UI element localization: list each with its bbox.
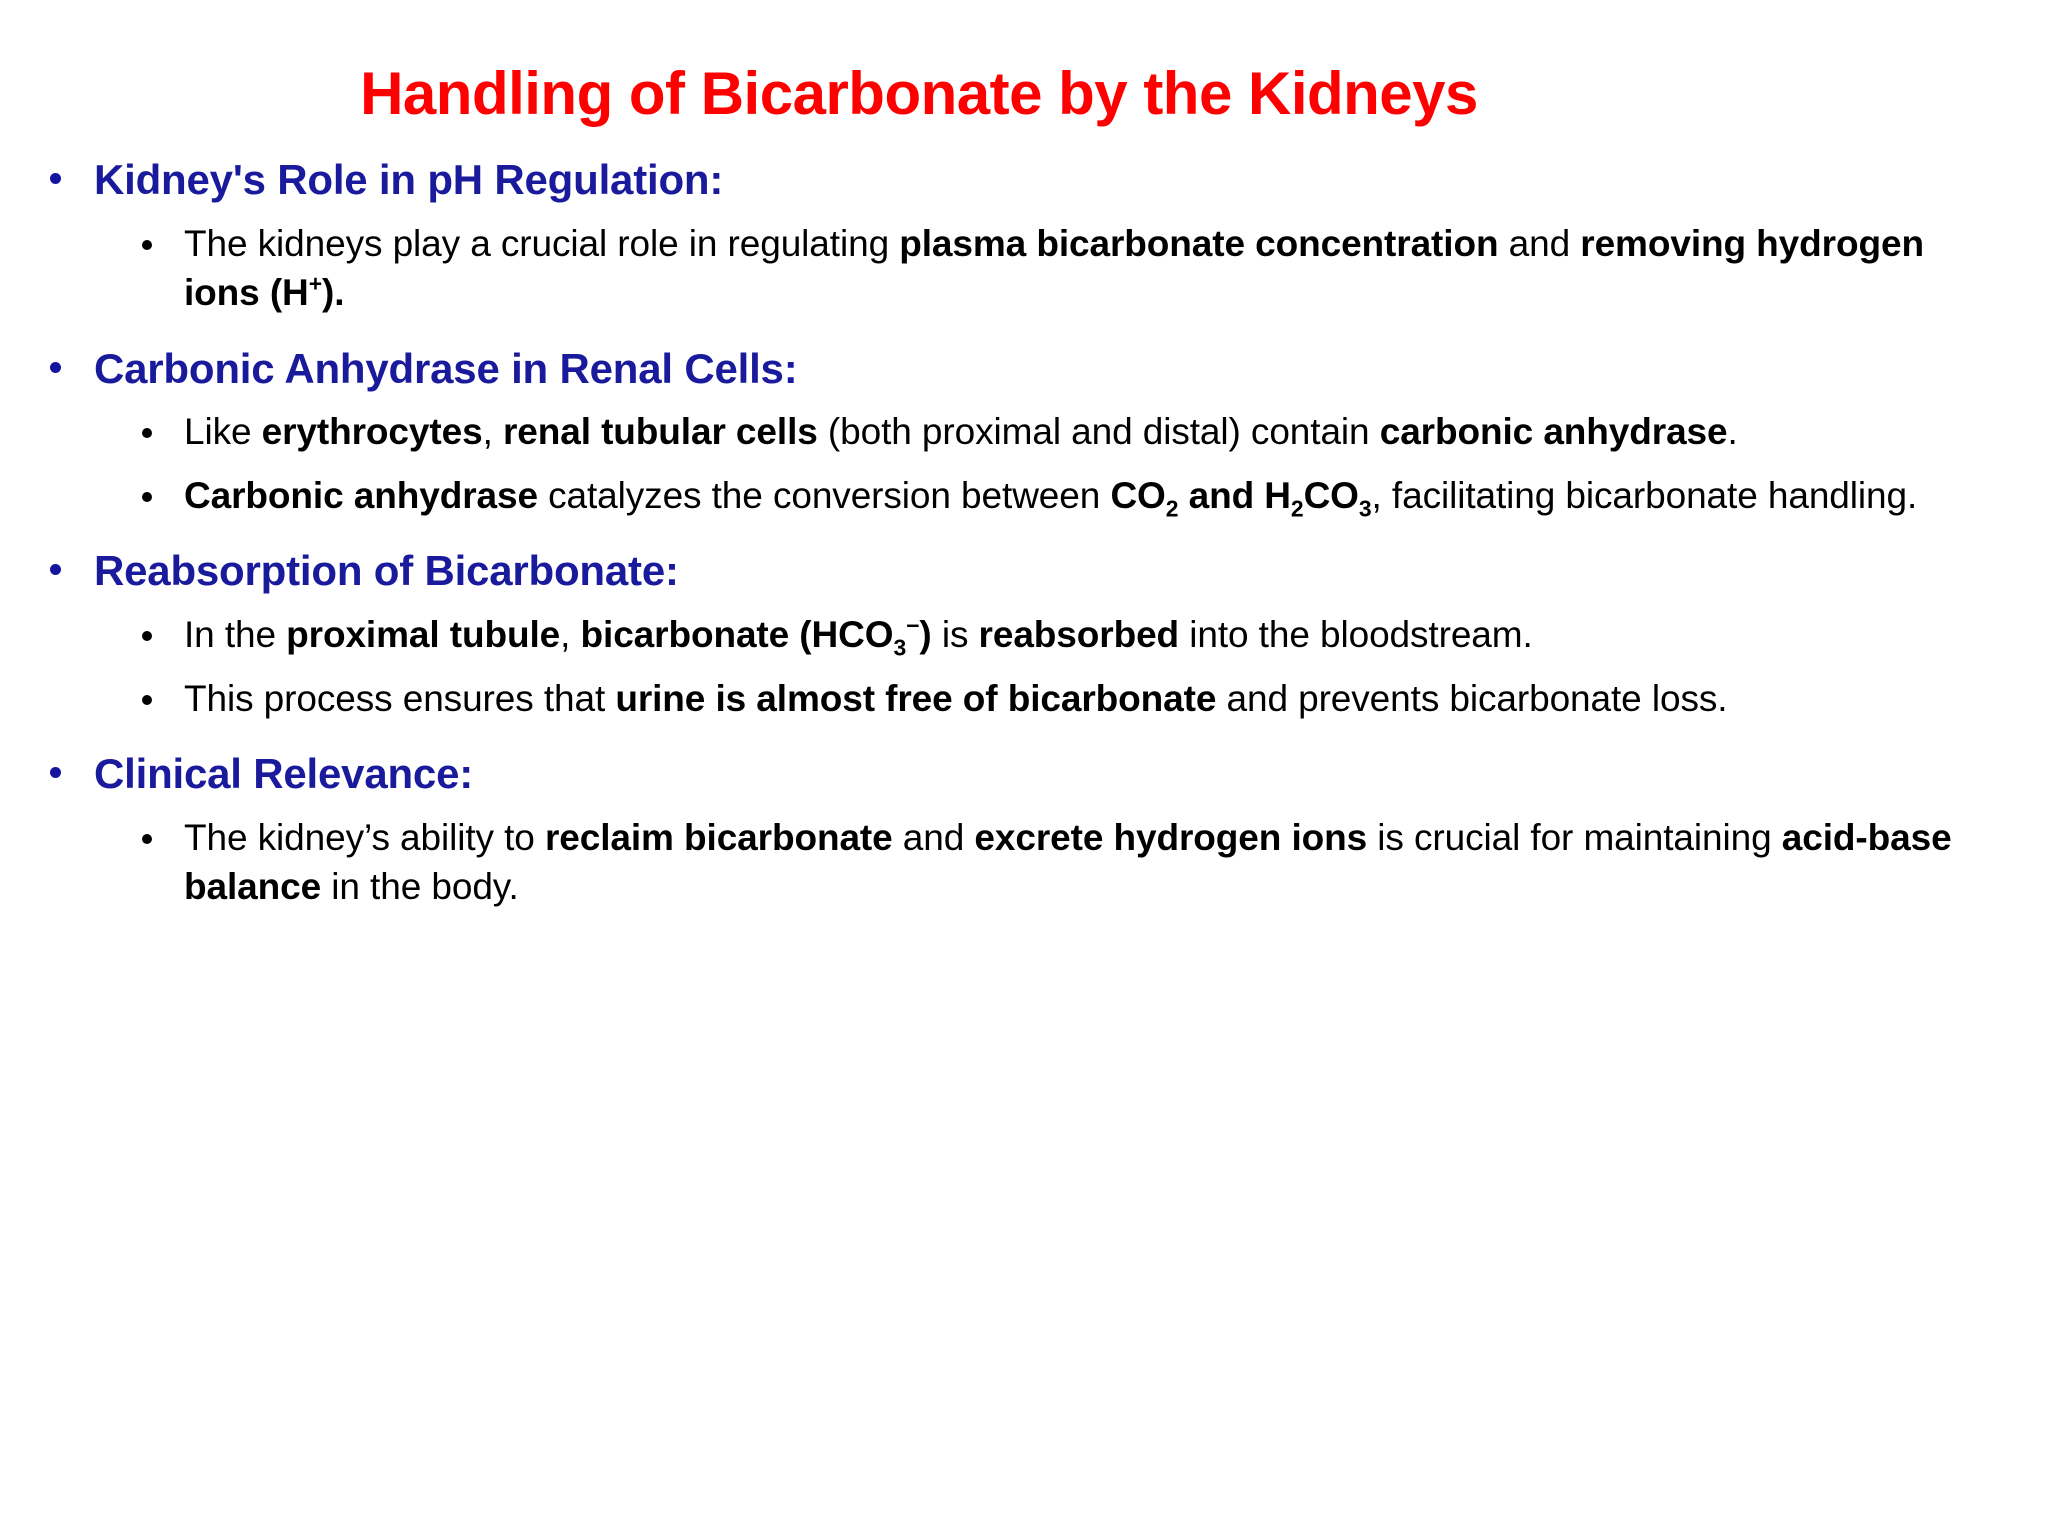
bullet-text: This process ensures that urine is almos…	[184, 677, 1728, 719]
section-heading-label: Carbonic Anhydrase in Renal Cells:	[94, 344, 798, 392]
bullet-dot-icon	[142, 833, 152, 844]
section-heading-label: Kidney's Role in pH Regulation:	[94, 156, 724, 203]
bullet-text: Like erythrocytes, renal tubular cells (…	[184, 411, 1738, 453]
bullet-dot-icon	[50, 564, 61, 576]
section-heading-item: Kidney's Role in pH Regulation:	[38, 155, 2018, 205]
bullet-item: Like erythrocytes, renal tubular cells (…	[38, 407, 2018, 457]
bullet-dot-icon	[142, 630, 152, 641]
section-heading-item: Clinical Relevance:	[38, 749, 2018, 799]
section-heading-item: Carbonic Anhydrase in Renal Cells:	[38, 344, 2018, 394]
bullet-dot-icon	[142, 694, 152, 705]
bullet-dot-icon	[142, 428, 152, 439]
section-heading-label: Clinical Relevance:	[94, 750, 474, 798]
bullet-dot-icon	[50, 361, 61, 373]
section-heading-item: Reabsorption of Bicarbonate:	[38, 546, 2018, 596]
bullet-dot-icon	[142, 491, 152, 502]
bullet-dot-icon	[142, 239, 152, 250]
bullet-item: In the proximal tubule, bicarbonate (HCO…	[38, 610, 2018, 660]
bullet-text: Carbonic anhydrase catalyzes the convers…	[184, 474, 1918, 522]
section-heading-label: Reabsorption of Bicarbonate:	[94, 547, 679, 595]
bullet-item: This process ensures that urine is almos…	[38, 674, 2018, 724]
bullet-dot-icon	[50, 173, 61, 184]
bullet-dot-icon	[50, 767, 61, 779]
slide-body: Kidney's Role in pH Regulation: The kidne…	[0, 155, 2048, 912]
bullet-text: The kidney’s ability to reclaim bicarbon…	[184, 816, 1952, 908]
bullet-text: The kidneys play a crucial role in regul…	[184, 222, 1924, 314]
bullet-item: The kidney’s ability to reclaim bicarbon…	[38, 813, 2018, 912]
bullet-text: In the proximal tubule, bicarbonate (HCO…	[184, 612, 1533, 661]
bullet-item: Carbonic anhydrase catalyzes the convers…	[38, 471, 2018, 521]
page-title: Handling of Bicarbonate by the Kidneys	[360, 60, 1478, 127]
bullet-item: The kidneys play a crucial role in regul…	[38, 219, 2018, 318]
